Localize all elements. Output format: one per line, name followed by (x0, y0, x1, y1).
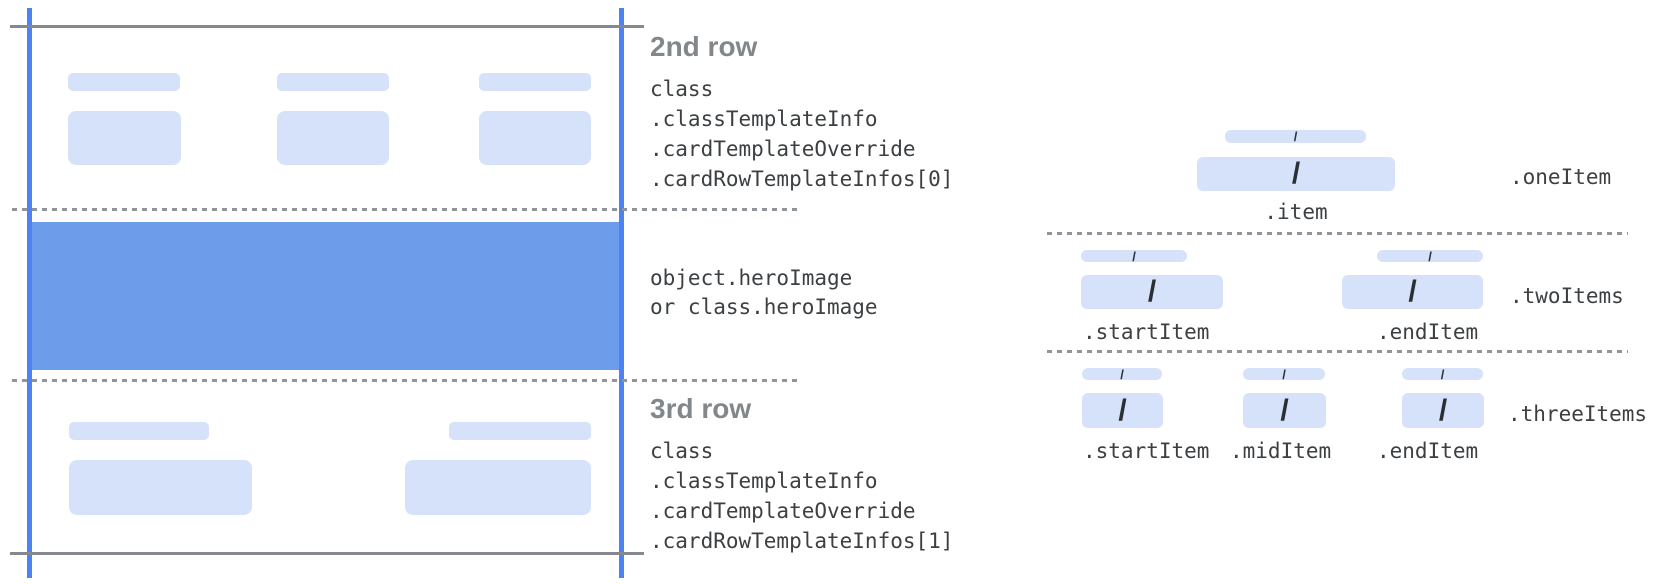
row3-left-label-placeholder (69, 422, 209, 440)
slash-icon: / (1120, 366, 1124, 382)
two-end-label-bar: / (1377, 248, 1483, 264)
card-bottom-boundary-line (10, 552, 644, 555)
three-end-label-bar: / (1402, 366, 1483, 382)
row3-right-label-placeholder (449, 422, 591, 440)
two-start-value-bar: / (1081, 275, 1223, 309)
hero-image-placeholder (32, 222, 619, 370)
row3-right-value-placeholder (405, 460, 591, 515)
card-top-boundary-line (10, 25, 644, 28)
slash-icon: / (1291, 157, 1301, 190)
three-mid-label-bar: / (1243, 366, 1325, 382)
three-mid-field-label: .midItem (1230, 439, 1332, 463)
one-item-label-bar: / (1225, 130, 1366, 143)
one-item-value-bar: / (1197, 157, 1395, 191)
row3-left-value-placeholder (69, 460, 252, 515)
row2-col1-value-placeholder (68, 111, 181, 165)
row2-annotation: 2nd row class .classTemplateInfo .cardTe… (650, 30, 953, 194)
slash-icon: / (1132, 248, 1136, 264)
slash-icon: / (1408, 275, 1417, 308)
two-items-group-label: .twoItems (1510, 284, 1624, 308)
two-start-field-label: .startItem (1083, 320, 1210, 344)
row2-code-line: class (650, 77, 714, 101)
slash-icon: / (1147, 275, 1157, 308)
slash-icon: / (1282, 366, 1286, 382)
row2-col1-label-placeholder (68, 73, 180, 91)
one-item-field-label: .item (1264, 200, 1328, 224)
three-end-field-label: .endItem (1377, 439, 1479, 463)
slash-icon: / (1440, 366, 1445, 382)
row2-col2-label-placeholder (277, 73, 389, 91)
two-start-label-bar: / (1081, 248, 1187, 264)
row2-col3-value-placeholder (479, 111, 591, 165)
three-end-value-bar: / (1402, 393, 1484, 428)
slash-icon: / (1280, 393, 1289, 427)
three-items-group-label: .threeItems (1508, 402, 1648, 426)
one-item-group-label: .oneItem (1510, 165, 1612, 189)
row2-col2-value-placeholder (277, 111, 389, 165)
row2-hero-divider-dashed (12, 208, 802, 211)
slash-icon: / (1438, 393, 1448, 427)
row3-code-line: class (650, 439, 714, 463)
row3-code-line: .cardTemplateOverride (650, 499, 916, 523)
three-start-field-label: .startItem (1083, 439, 1210, 463)
slash-icon: / (1293, 129, 1298, 144)
three-mid-value-bar: / (1243, 393, 1326, 428)
three-start-value-bar: / (1082, 393, 1163, 428)
one-two-divider-dashed (1047, 232, 1628, 235)
hero-annotation: object.heroImage or class.heroImage (650, 264, 878, 322)
row2-code-line: .cardTemplateOverride (650, 137, 916, 161)
two-three-divider-dashed (1047, 350, 1628, 353)
two-end-field-label: .endItem (1377, 320, 1479, 344)
row3-code-line: .classTemplateInfo (650, 469, 878, 493)
row2-col3-label-placeholder (479, 73, 591, 91)
row2-code-line: .cardRowTemplateInfos[0] (650, 167, 954, 191)
slash-icon: / (1118, 393, 1127, 427)
row3-code-line: .cardRowTemplateInfos[1] (650, 529, 954, 553)
two-end-value-bar: / (1342, 275, 1483, 309)
row3-annotation: 3rd row class .classTemplateInfo .cardTe… (650, 392, 953, 556)
hero-code-line: object.heroImage (650, 266, 853, 290)
row2-code-line: .classTemplateInfo (650, 107, 878, 131)
row2-heading: 2nd row (650, 31, 758, 62)
card-left-edge-guide (27, 8, 32, 578)
hero-code-line: or class.heroImage (650, 295, 878, 319)
row3-heading: 3rd row (650, 393, 752, 424)
slash-icon: / (1428, 248, 1432, 264)
three-start-label-bar: / (1082, 366, 1162, 382)
hero-row3-divider-dashed (12, 379, 802, 382)
card-right-edge-guide (619, 8, 624, 578)
